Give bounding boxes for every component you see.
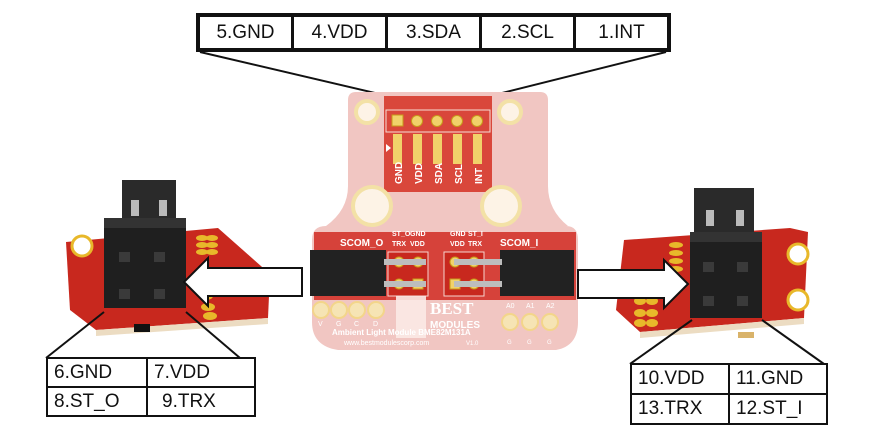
header-pads (391, 114, 483, 164)
mounting-hole (480, 185, 522, 227)
brand-line2: MODULES (430, 320, 480, 331)
center-module-board: GND VDD SDA SCL INT SCOM_O SCOM_I ST_O G… (310, 92, 578, 350)
left-module-board (66, 180, 270, 336)
pin-4-vdd: 4.VDD (291, 13, 388, 52)
scom-o-pin-label: ST_O (392, 231, 411, 238)
leader-line-left-a (45, 311, 105, 359)
leader-line-top-left (199, 51, 389, 97)
product-name: Ambient Light Module BME82M131A (332, 328, 471, 337)
brand-logo-icon (396, 296, 426, 338)
pad-label: G (336, 321, 341, 328)
addr-ground: G (547, 340, 552, 346)
left-connector-housing (104, 180, 186, 332)
leader-line-top-right (489, 51, 667, 97)
addr-label: A0 (506, 303, 515, 310)
scom-o-pinout-table: 6.GND 7.VDD 8.ST_O 9.TRX (46, 357, 256, 417)
pin-1-int: 1.INT (573, 13, 671, 52)
header-label-sda: SDA (434, 163, 445, 184)
leader-line-right-a (629, 319, 693, 365)
brand-line1: BEST (430, 299, 474, 318)
pin-2-scl: 2.SCL (479, 13, 576, 52)
scom-o-pin-label: TRX (392, 241, 406, 248)
pin-5-gnd: 5.GND (196, 13, 294, 52)
pad-label: C (354, 321, 359, 328)
pin-11-gnd: 11.GND (728, 363, 828, 395)
pin-12-st-i: 12.ST_I (728, 393, 828, 425)
addr-label: A2 (546, 303, 555, 310)
header-label-gnd: GND (394, 162, 405, 184)
addr-ground: G (527, 340, 532, 346)
scom-o-label: SCOM_O (340, 238, 384, 249)
pin-6-gnd: 6.GND (46, 357, 148, 388)
pin-8-st-o: 8.ST_O (46, 386, 148, 417)
scom-o-connector (310, 250, 386, 296)
top-pinout-table: 5.GND 4.VDD 3.SDA 2.SCL 1.INT (196, 13, 671, 52)
pad-label: V (318, 321, 323, 328)
scom-i-pinout-table: 10.VDD 11.GND 13.TRX 12.ST_I (630, 363, 828, 425)
pad-label: D (373, 321, 378, 328)
pin-7-vdd: 7.VDD (146, 357, 256, 388)
pin-13-trx: 13.TRX (630, 393, 730, 425)
scom-i-label: SCOM_I (500, 238, 539, 249)
leader-line-right-b (761, 319, 825, 365)
pin-3-sda: 3.SDA (385, 13, 482, 52)
scom-i-pin-label: ST_I (468, 231, 483, 238)
addr-pads (501, 313, 559, 331)
website: www.bestmodulescorp.com (343, 340, 429, 347)
addr-label: A1 (526, 303, 535, 310)
header-label-vdd: VDD (414, 163, 425, 184)
version: V1.0 (466, 341, 479, 347)
mounting-hole (497, 99, 523, 125)
arrow-right-icon (577, 257, 690, 311)
scom-i-pin-label: GND (450, 231, 466, 238)
pin-9-trx: 9.TRX (146, 386, 256, 417)
scom-i-pin-label: VDD (450, 241, 465, 248)
header-label-scl: SCL (454, 164, 465, 184)
arrow-left-icon (182, 255, 303, 309)
scom-o-pin-label: GND (410, 231, 426, 238)
header-label-int: INT (474, 168, 485, 184)
addr-ground: G (507, 340, 512, 346)
leader-line-left-b (185, 311, 241, 359)
scom-o-pin-label: VDD (410, 241, 425, 248)
right-module-board (616, 188, 810, 338)
mounting-hole (354, 99, 380, 125)
right-connector-housing (690, 188, 762, 338)
mounting-hole (351, 185, 393, 227)
scom-i-connector (500, 250, 574, 296)
vgcd-pads (312, 301, 385, 319)
scom-i-pin-label: TRX (468, 241, 482, 248)
pin-10-vdd: 10.VDD (630, 363, 730, 395)
